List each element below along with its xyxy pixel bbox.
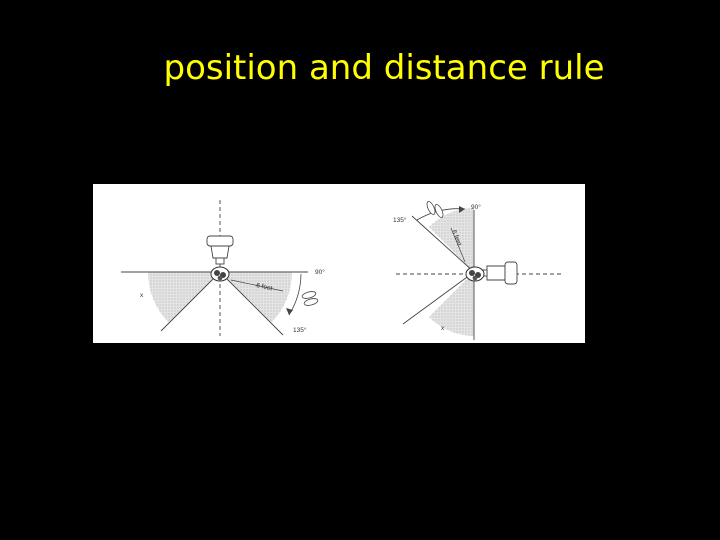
right-diagonal-bottom — [402, 271, 475, 325]
right-shaded-zone-top — [429, 208, 474, 272]
left-angle-90-label: 90° — [315, 268, 325, 276]
left-shaded-zone-left — [147, 272, 220, 323]
left-footprints-icon — [301, 291, 319, 306]
right-fixture-icon — [480, 261, 518, 285]
left-distance-arrow — [230, 279, 284, 292]
position-distance-figure: 90° 135° 6 feet x — [93, 184, 585, 343]
left-angle-135-label: 135° — [293, 326, 307, 334]
left-diagonal-right — [219, 271, 284, 336]
left-angle-arc-arrowhead — [286, 308, 293, 315]
right-angle-90-label: 90° — [471, 203, 481, 211]
right-x-mark: x — [441, 325, 445, 332]
right-angle-135-label: 135° — [393, 216, 407, 224]
right-distance-arrow — [450, 227, 466, 263]
right-diagram: 90° 135° 6 feet x — [393, 201, 561, 340]
left-diagonal-left — [160, 271, 221, 332]
right-person-icon — [465, 266, 485, 282]
right-angle-arc-arrowhead — [459, 206, 465, 213]
left-distance-label: 6 feet — [256, 282, 274, 292]
right-footprints-icon — [426, 201, 444, 218]
left-fixture-icon — [206, 235, 234, 265]
slide-title: position and distance rule — [163, 48, 605, 88]
left-shaded-zone-right — [220, 272, 293, 323]
left-x-mark: x — [140, 292, 144, 299]
left-diagram: 90° 135° 6 feet x — [121, 200, 325, 336]
figure-svg: 90° 135° 6 feet x — [121, 200, 561, 340]
right-diagonal-top — [411, 215, 475, 273]
left-person-icon — [210, 266, 230, 282]
right-shaded-zone-bottom — [429, 272, 474, 336]
